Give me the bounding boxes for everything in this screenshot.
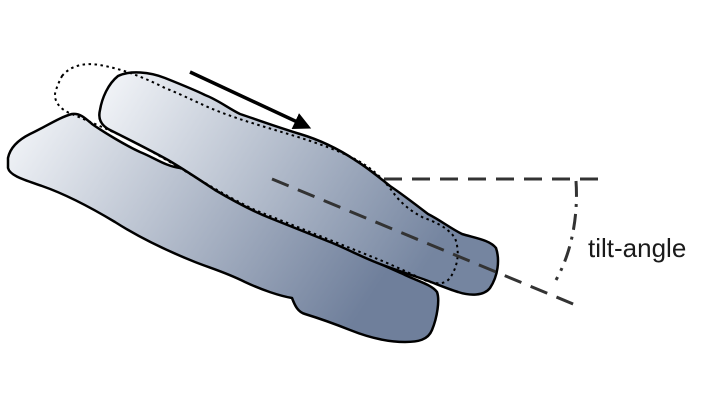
original-position-outline [54,63,459,285]
direction-arrow-icon [189,70,312,130]
lower-body-shape [6,112,440,344]
tilt-angle-label: tilt-angle [588,233,686,263]
upper-body-shape [98,71,500,296]
tilt-angle-arc [554,180,578,281]
